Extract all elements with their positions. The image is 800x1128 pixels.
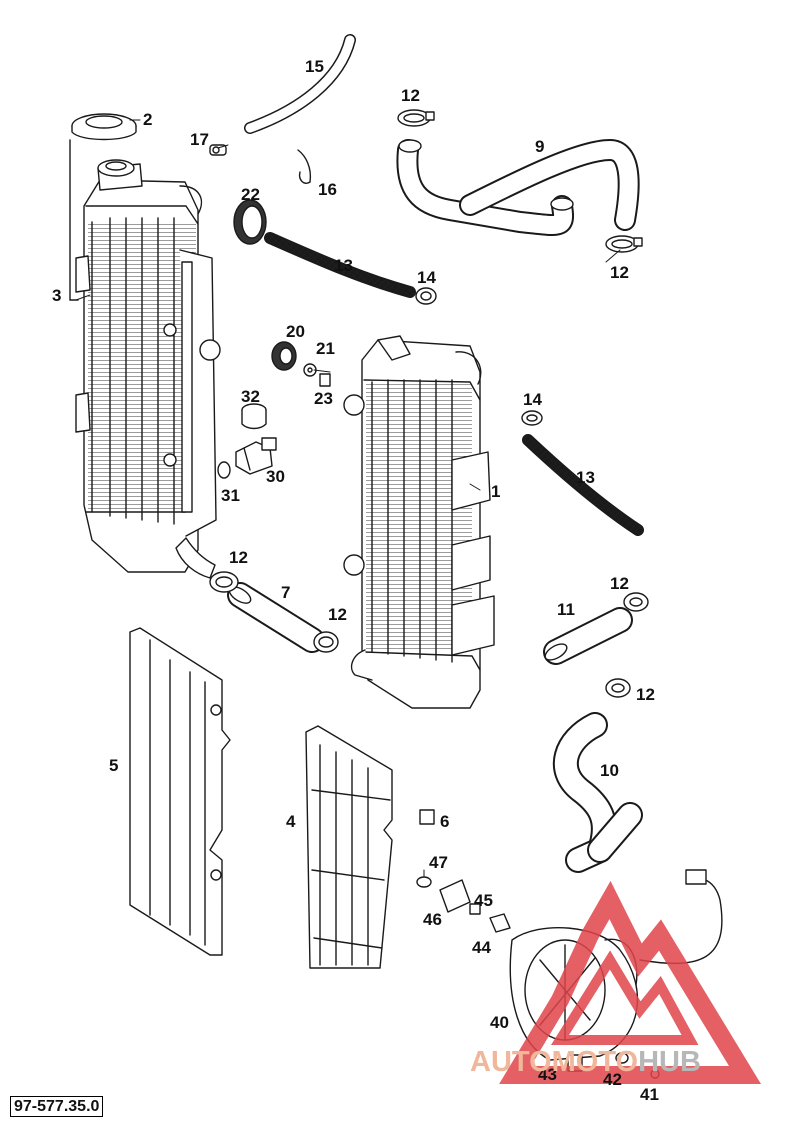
radiator-cap	[71, 113, 137, 141]
hose-9	[396, 139, 640, 236]
callout-40: 40	[490, 1013, 509, 1032]
callout-15: 15	[305, 57, 324, 76]
callout-30: 30	[266, 467, 285, 486]
callout-12e: 12	[610, 574, 629, 593]
radiator-shroud-5	[129, 627, 231, 956]
callout-46: 46	[423, 910, 442, 929]
clamp-14-right	[521, 410, 543, 426]
callout-2: 2	[143, 110, 152, 129]
nut-44	[489, 913, 511, 933]
callout-11: 11	[557, 600, 575, 619]
callout-31: 31	[221, 486, 240, 505]
spacer-46	[439, 879, 471, 913]
diagram-part-number: 97-577.35.0	[10, 1096, 104, 1117]
bolt-23	[319, 373, 331, 387]
watermark-text: AUTOMOTOHUB	[470, 1046, 701, 1079]
callout-44: 44	[472, 938, 491, 957]
leader-lines	[75, 119, 621, 877]
clamp-12-hose11-top	[623, 592, 649, 612]
callout-47: 47	[429, 853, 448, 872]
right-radiator	[343, 335, 495, 709]
callout-42: 42	[603, 1070, 622, 1089]
callout-16: 16	[318, 180, 337, 199]
callout-20: 20	[286, 322, 305, 341]
callout-4: 4	[286, 812, 296, 831]
seal-22	[233, 199, 267, 245]
clamp-12-hose7-right	[313, 631, 339, 653]
callout-45: 45	[474, 891, 493, 910]
clamp-17	[209, 144, 227, 156]
callout-6: 6	[440, 812, 449, 831]
callout-14a: 14	[417, 268, 436, 287]
callout-17: 17	[190, 130, 209, 149]
left-radiator	[75, 159, 221, 579]
callout-23: 23	[314, 389, 333, 408]
callout-12c: 12	[229, 548, 248, 567]
hose-11	[543, 607, 633, 665]
o-ring-31	[217, 461, 231, 479]
clamp-12-hose9-top	[397, 109, 435, 127]
callout-12b: 12	[610, 263, 629, 282]
clamp-12-hose11-bottom	[605, 678, 631, 698]
callout-12d: 12	[328, 605, 347, 624]
callout-14b: 14	[523, 390, 542, 409]
clip-6	[419, 809, 435, 825]
callout-21: 21	[316, 339, 335, 358]
hose-7	[227, 582, 325, 653]
callout-13b: 13	[576, 468, 595, 487]
callout-22: 22	[241, 185, 260, 204]
watermark-text-part-b: HUB	[638, 1046, 701, 1078]
callout-32: 32	[241, 387, 260, 406]
watermark-text-part-a: AUTOMOTO	[470, 1046, 639, 1078]
callout-43: 43	[538, 1065, 557, 1084]
grommet-20	[271, 341, 297, 371]
callout-41: 41	[640, 1085, 659, 1104]
hose-15	[244, 34, 356, 134]
callout-5: 5	[109, 756, 118, 775]
clamp-12-hose9-bottom	[605, 235, 643, 253]
clip-16	[297, 149, 312, 184]
callout-1: 1	[491, 482, 500, 501]
clamp-12-hose7-left	[209, 571, 239, 593]
washer-47	[416, 876, 432, 888]
hose-10	[552, 712, 643, 873]
radiator-grille-4	[305, 725, 393, 969]
callout-labels: 1 2 3 4 5 6 7 9 10 11 12 12 12 12 12 12 …	[52, 57, 659, 1104]
clamp-14-top	[415, 287, 437, 305]
sensor-30	[235, 437, 277, 475]
callout-9: 9	[535, 137, 544, 156]
plug-32	[241, 403, 267, 430]
callout-13a: 13	[334, 256, 353, 275]
callout-10: 10	[600, 761, 619, 780]
callout-12f: 12	[636, 685, 655, 704]
bolt-45	[469, 903, 481, 915]
callout-12a: 12	[401, 86, 420, 105]
watermark-logo	[499, 880, 761, 1084]
callout-3: 3	[52, 286, 61, 305]
callout-7: 7	[281, 583, 290, 602]
